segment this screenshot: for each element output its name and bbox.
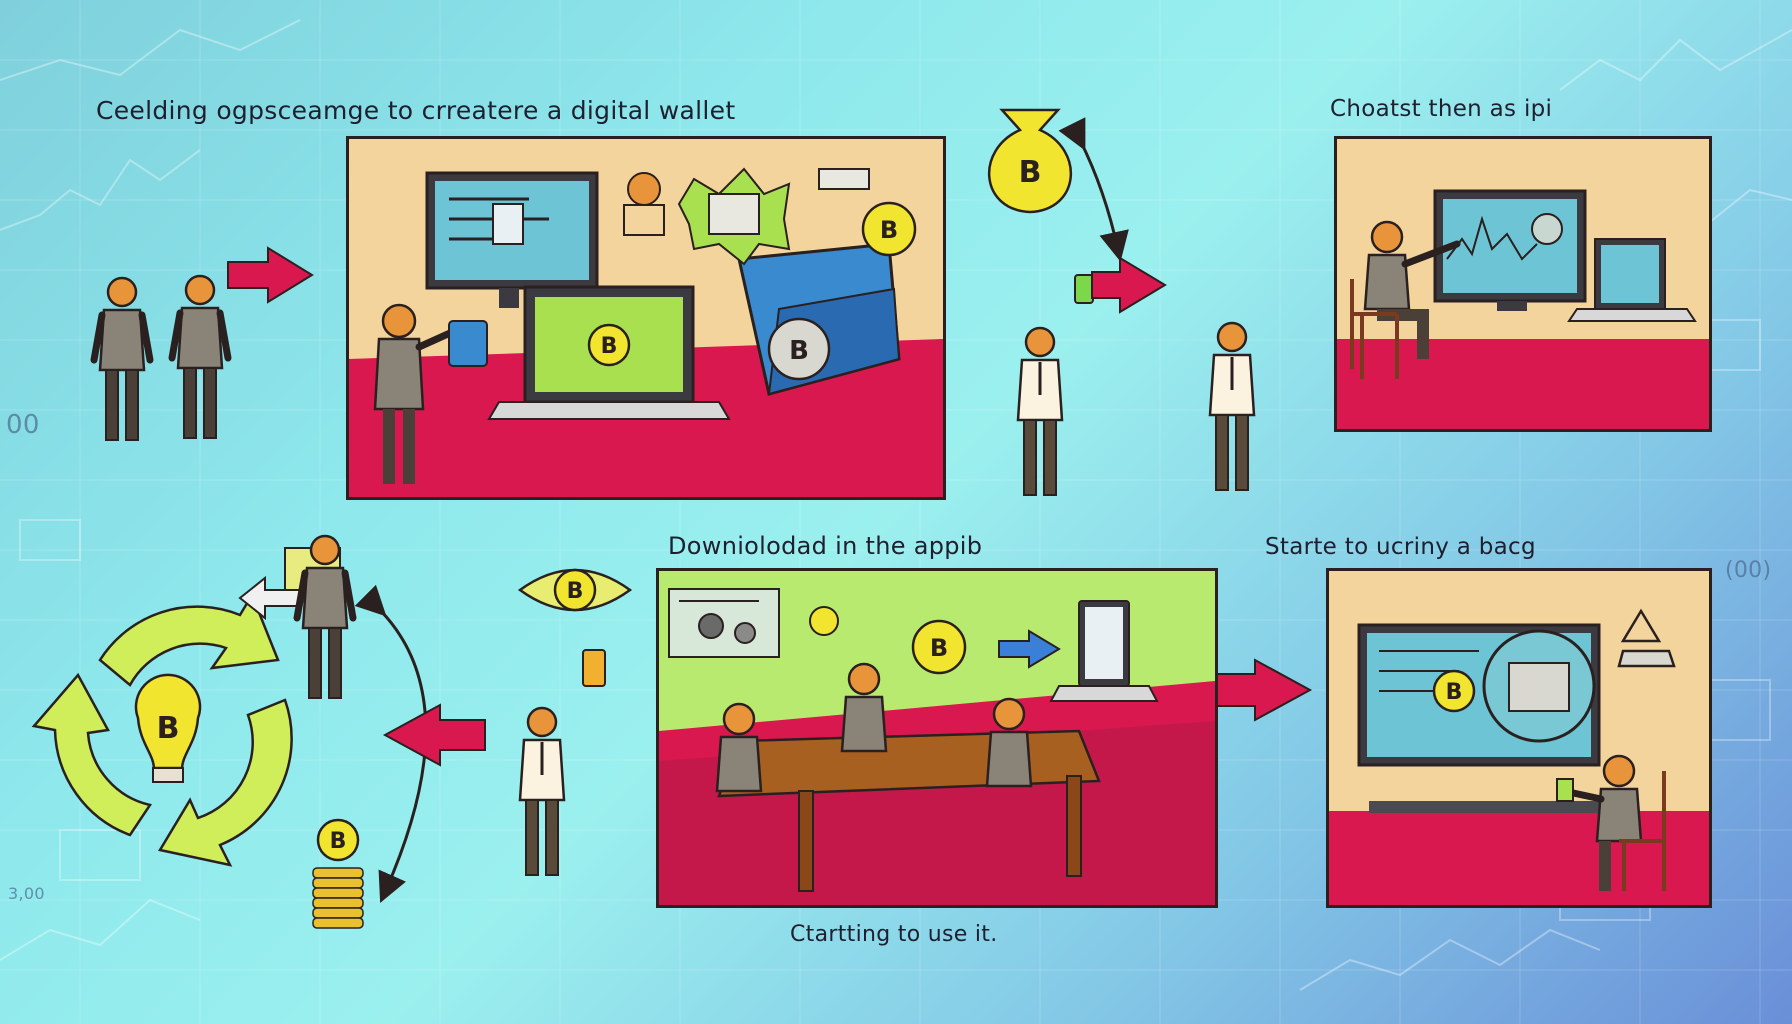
person-suit-2 [1208, 321, 1256, 492]
device-icon [448, 320, 488, 367]
step3-caption: Downiolodad in the appib [668, 532, 983, 560]
coin-center-3: B [911, 619, 967, 675]
panel-step3: B [656, 568, 1218, 908]
phone-icon-2 [1074, 274, 1094, 304]
coin-panel1: B [861, 201, 917, 257]
panel-step1: B B B [346, 136, 946, 500]
monitor-1 [425, 171, 599, 308]
badge-icon [677, 167, 791, 266]
red-arrow-left [382, 703, 486, 767]
person-seated-right-3 [985, 697, 1033, 788]
step5-caption: Ctartting to use it. [790, 922, 998, 947]
monitor-panel4: B [1357, 623, 1601, 813]
background-number-left: 00 [6, 410, 40, 440]
person-seated-panel2 [1363, 220, 1461, 359]
tag-icon [818, 168, 870, 190]
red-arrow-1 [227, 246, 314, 304]
screen-card [668, 588, 780, 658]
person-left-1 [94, 278, 150, 440]
coin-small-3 [809, 606, 839, 636]
wallet: B [737, 242, 901, 396]
svg-text:B: B [1019, 155, 1042, 190]
person-phone-bottom [518, 706, 566, 877]
person-seated-middle-3 [840, 662, 888, 753]
red-arrow-3 [1214, 658, 1313, 722]
lightbulb: B [134, 673, 202, 783]
svg-text:B: B [789, 336, 809, 366]
person-seated-panel4 [1556, 754, 1643, 891]
coin-eye [517, 568, 633, 612]
step1-caption: Ceelding ogpsceamge to crreatere a digit… [96, 96, 736, 125]
step2-caption: Choatst then as ipi [1330, 96, 1553, 122]
chair-panel4 [1619, 771, 1666, 891]
background-number-right: (00) [1725, 558, 1772, 583]
person-icon-panel1 [623, 172, 665, 236]
red-arrow-2 [1091, 256, 1167, 314]
double-arrow-2 [1058, 117, 1129, 262]
laptop-panel1: B [487, 285, 731, 420]
svg-text:B: B [1446, 680, 1463, 705]
chair-panel2 [1350, 279, 1399, 379]
background-number-bottom-left: 3,00 [8, 884, 45, 903]
person-left-2 [172, 276, 228, 438]
person-panel1 [373, 303, 463, 484]
blue-arrow-3 [998, 629, 1061, 669]
cycle-arrows [31, 592, 293, 867]
person-phone [1016, 326, 1064, 497]
warning-icon [1617, 608, 1676, 668]
panel-step4: B [1326, 568, 1712, 908]
white-arrow-left [238, 575, 301, 621]
laptop-panel3 [1049, 600, 1159, 702]
coin-stack [312, 867, 364, 929]
monitor-panel2 [1433, 189, 1587, 311]
svg-text:B: B [157, 711, 180, 746]
coin-stack-top [316, 818, 360, 862]
step4-caption: Starte to ucriny a bacg [1265, 534, 1536, 560]
svg-text:B: B [601, 334, 618, 359]
panel-step2 [1334, 136, 1712, 432]
person-seated-left-3 [715, 702, 763, 793]
money-bag: B [987, 108, 1073, 214]
svg-text:B: B [880, 216, 898, 244]
laptop-panel2 [1567, 238, 1697, 322]
phone-icon-bottom [582, 649, 606, 687]
svg-text:B: B [930, 634, 948, 662]
